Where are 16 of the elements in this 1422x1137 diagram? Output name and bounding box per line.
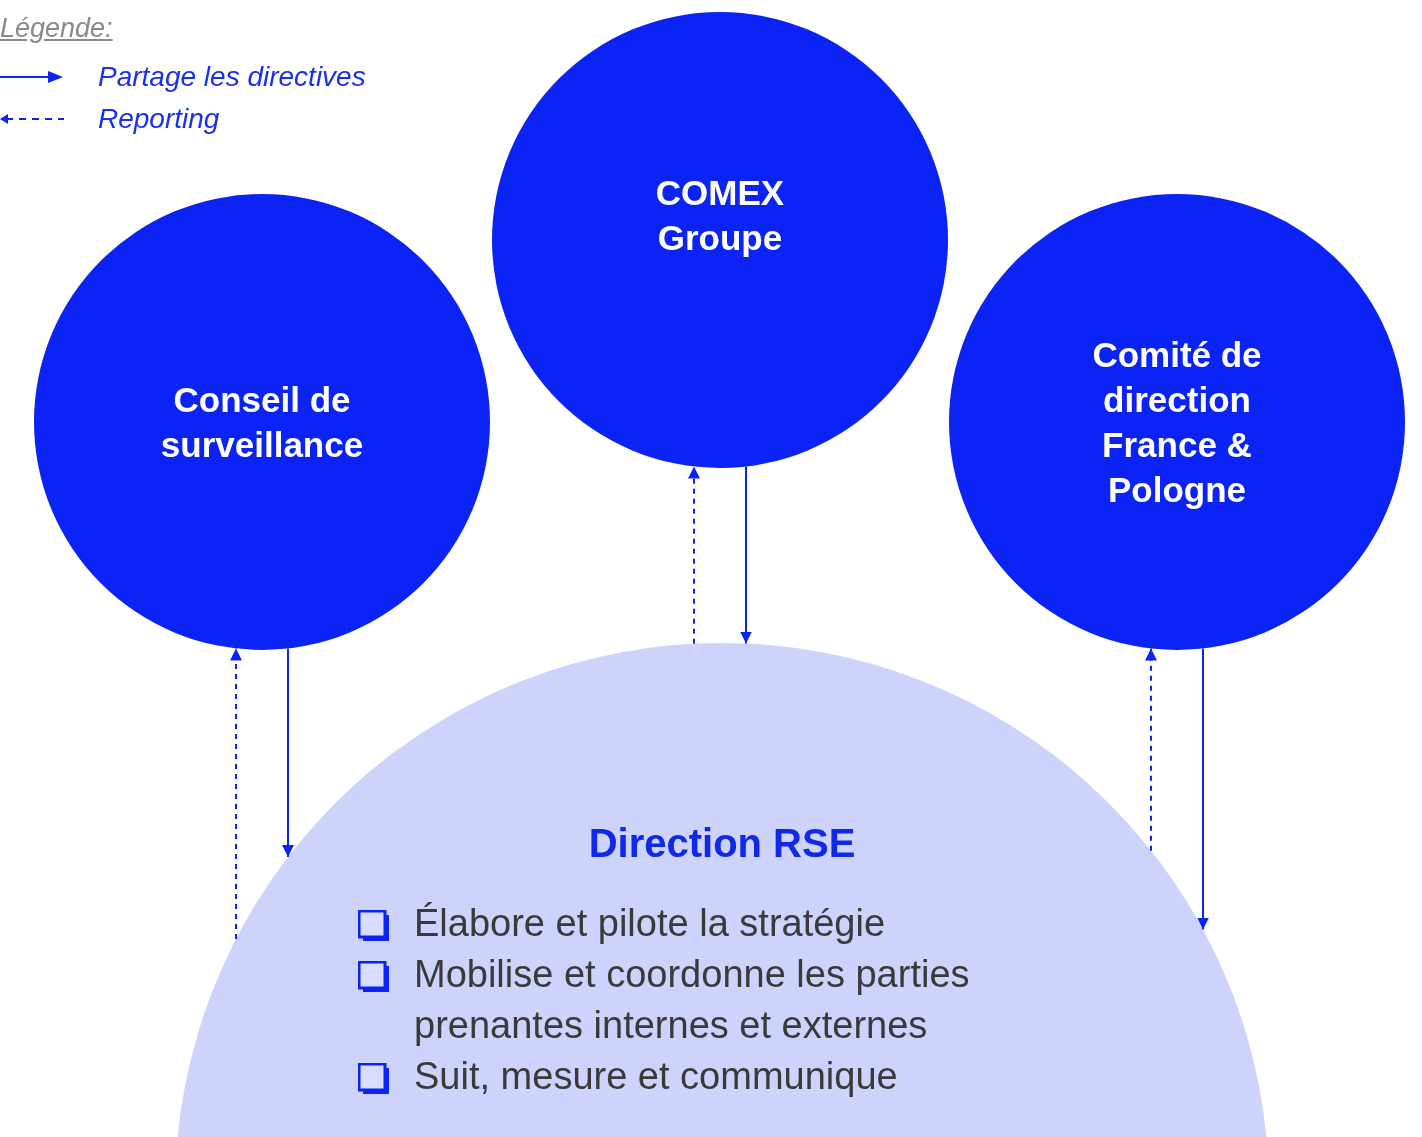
dashed-arrow [688,465,700,645]
node-title: Comité de direction France & Pologne [1091,334,1263,511]
dashed-arrow [230,647,242,940]
dashed-arrow [1145,647,1157,852]
list-item: Élabore et pilote la stratégie [414,901,886,946]
list-item: Mobilise et coordonne les parties prenantes internes et externes [414,952,971,1048]
node-heading: Direction RSE [587,820,857,867]
node-title: COMEX Groupe [654,172,786,259]
legend-label: Partage les directives [98,60,366,94]
node-title: Conseil de surveillance [159,379,365,466]
legend-title: Légende: [0,12,113,45]
list-item: Suit, mesure et communique [414,1054,898,1099]
legend-label: Reporting [98,102,220,136]
arrow [740,465,752,645]
arrow [282,647,294,859]
arrow [1197,647,1209,931]
